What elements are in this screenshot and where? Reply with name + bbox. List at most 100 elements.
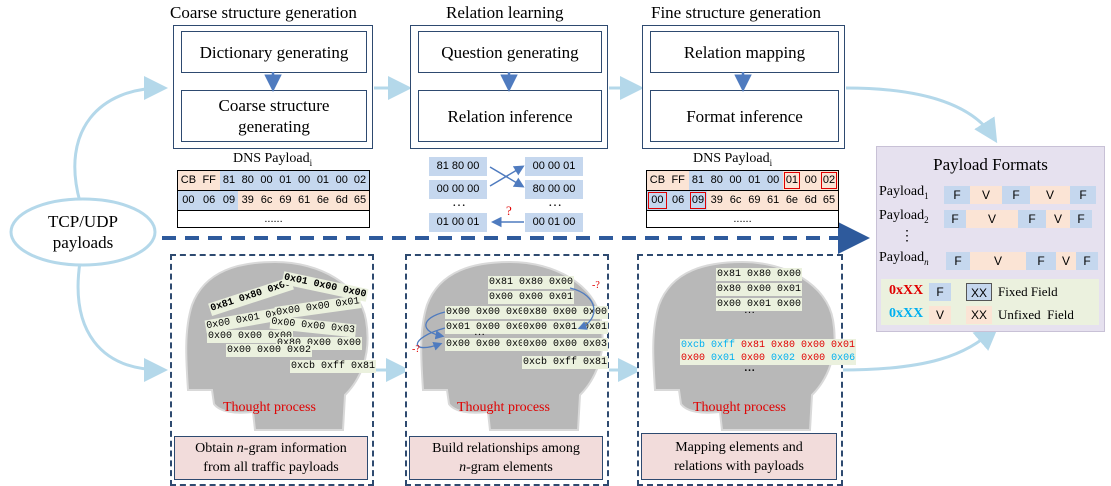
h2-gram-9: 0xcb 0xff 0x81 bbox=[522, 356, 609, 369]
coarse-structure-generating-box: Coarse structure generating bbox=[181, 90, 367, 142]
format-row-2-sub: 2 bbox=[924, 214, 929, 225]
r2-cell-5: F bbox=[1070, 210, 1092, 228]
relation-cross-arrows bbox=[489, 165, 525, 228]
h3-seq-cyan: 0xcb 0xff bbox=[681, 340, 742, 351]
h1-gram-9: 0xcb 0xff 0x81 bbox=[290, 360, 377, 373]
h3-dots-1: … bbox=[744, 304, 755, 316]
rel-left-3: 01 00 01 bbox=[429, 213, 487, 232]
note-2-line-1: Build relationships among bbox=[432, 441, 580, 456]
legend-unfixed-hex: 0xXX bbox=[889, 306, 924, 321]
flow-fine-formats bbox=[845, 86, 998, 144]
rn-cell-1: F bbox=[946, 252, 970, 270]
flow-to-heads bbox=[76, 261, 168, 382]
h3-seq-2c: 0x00 bbox=[741, 353, 772, 364]
c-r1-cell: 00 bbox=[332, 171, 352, 190]
f-r1-cell: 00 bbox=[801, 171, 821, 190]
r1-cell-5: F bbox=[1070, 186, 1096, 204]
format-row-1-label: Payload1 bbox=[879, 184, 929, 201]
f-r1-cell: 00 bbox=[763, 171, 783, 190]
fine-dns-caption: DNS Payloadi bbox=[693, 151, 772, 168]
c-r1-cell: 80 bbox=[238, 171, 258, 190]
h3-seq-line-1: 0xcb 0xff 0x81 0x80 0x00 0x01 bbox=[680, 339, 857, 352]
coarse-dns-caption-text: DNS Payload bbox=[233, 151, 310, 166]
h3-seq-red: 0x81 0x80 0x00 0x01 bbox=[741, 340, 856, 351]
h3-gram-2: 0x80 0x00 0x01 bbox=[716, 283, 803, 296]
relation-inference-box: Relation inference bbox=[418, 90, 602, 142]
h3-seq-2a: 0x00 bbox=[681, 353, 712, 364]
flow-to-coarse bbox=[73, 76, 168, 203]
rel-left-vdots: … bbox=[452, 195, 466, 210]
rel-left-1: 81 80 00 bbox=[429, 157, 487, 176]
note-1-pre: Obtain bbox=[195, 441, 237, 456]
f-r1-cell: CB bbox=[647, 171, 668, 190]
h2-gram-8: 0x00 0x00 0x03 bbox=[522, 338, 609, 351]
h2-gram-1: 0x81 0x80 0x00 bbox=[488, 276, 575, 289]
f-r1-cell: FF bbox=[667, 171, 689, 190]
fine-dns-subscript: i bbox=[769, 157, 773, 168]
rn-cell-3: F bbox=[1026, 252, 1056, 270]
c-r2-cell: 65 bbox=[351, 191, 369, 210]
f-r2-cell: 6e bbox=[782, 191, 802, 210]
legend-unfixed-label: Unfixed Field bbox=[998, 307, 1074, 322]
c-r1-cell: 01 bbox=[275, 171, 295, 190]
f-r2-cell: 09 bbox=[688, 191, 708, 210]
c-r1-cell: 02 bbox=[351, 171, 369, 190]
c-r2-cell: 00 bbox=[178, 191, 199, 210]
rn-cell-2: V bbox=[970, 252, 1026, 270]
r1-cell-2: V bbox=[970, 186, 1002, 204]
format-inference-box: Format inference bbox=[650, 90, 839, 142]
legend-unfixed-xx: XX bbox=[966, 306, 992, 324]
thought-label-3: Thought process bbox=[693, 400, 786, 415]
legend-fixed-hex: 0xXX bbox=[889, 283, 924, 298]
f-r2-cell: 39 bbox=[707, 191, 727, 210]
c-r2-cell: 6c bbox=[257, 191, 276, 210]
rel-right-vdots: … bbox=[548, 195, 562, 210]
rel-right-1: 00 00 01 bbox=[525, 157, 583, 176]
note-3-line-1: Mapping elements and bbox=[675, 439, 803, 455]
format-row-1-sub: 1 bbox=[924, 190, 929, 201]
r1-cell-1: F bbox=[944, 186, 970, 204]
rel-right-3: 00 01 00 bbox=[525, 213, 583, 232]
note-1-n: n bbox=[236, 441, 244, 456]
relation-stage-title: Relation learning bbox=[446, 3, 564, 22]
legend-unfixed-code: V bbox=[929, 306, 951, 324]
c-r2-cell: 39 bbox=[238, 191, 258, 210]
svg-text:-?: -? bbox=[592, 280, 600, 291]
h3-seq-2f: 0x06 bbox=[831, 353, 856, 364]
note-2-n: n bbox=[459, 460, 467, 475]
f-r2-cell: 06 bbox=[667, 191, 689, 210]
input-line-1: TCP/UDP bbox=[48, 212, 118, 231]
fine-dns-caption-text: DNS Payload bbox=[693, 151, 770, 166]
coarse-dns-subscript: i bbox=[309, 157, 313, 168]
input-label: TCP/UDP payloads bbox=[8, 211, 158, 253]
r2-cell-4: V bbox=[1046, 210, 1070, 228]
c-r2-cell: 69 bbox=[275, 191, 295, 210]
rel-left-2: 00 00 00 bbox=[429, 180, 487, 199]
legend-fixed-label: Fixed Field bbox=[998, 284, 1058, 299]
f-r2-cell: 6c bbox=[726, 191, 745, 210]
fine-ellipsis: ...... bbox=[733, 213, 752, 225]
h3-seq-2d: 0x02 bbox=[771, 353, 802, 364]
r1-cell-3: F bbox=[1002, 186, 1030, 204]
h3-gram-3: 0x00 0x01 0x00 bbox=[716, 298, 803, 311]
thought-label-2: Thought process bbox=[457, 400, 550, 415]
coarse-dns-caption: DNS Payloadi bbox=[233, 151, 312, 168]
h2-gram-3: 0x00 0x00 0x00 bbox=[445, 306, 532, 319]
question-generating-box: Question generating bbox=[418, 31, 602, 73]
thought-label-1: Thought process bbox=[223, 400, 316, 415]
c-r1-cell: 01 bbox=[313, 171, 333, 190]
note-1-line-2: from all traffic payloads bbox=[203, 460, 339, 475]
h3-seq-2e: 0x00 bbox=[801, 353, 832, 364]
note-1-post: -gram information bbox=[243, 441, 347, 456]
f-r2-cell: 6d bbox=[801, 191, 821, 210]
format-row-n-sub: n bbox=[924, 256, 929, 267]
r2-cell-1: F bbox=[944, 210, 966, 228]
rel-right-2: 80 00 00 bbox=[525, 180, 583, 199]
